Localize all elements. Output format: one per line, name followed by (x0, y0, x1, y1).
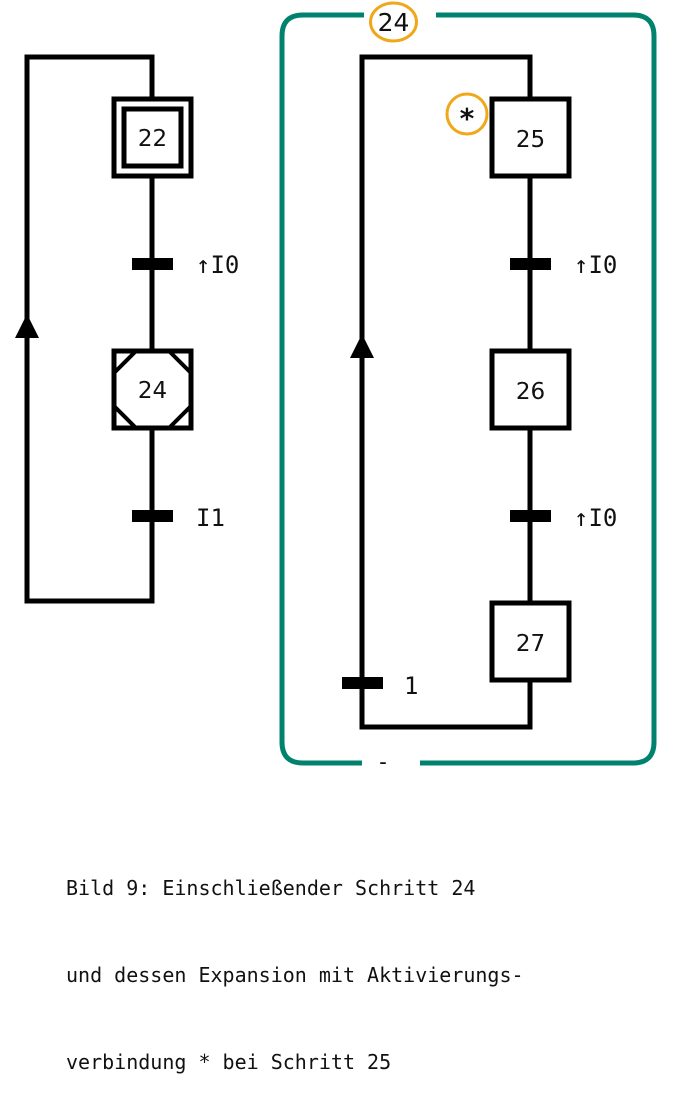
step-25-label: 25 (516, 127, 545, 153)
step-27-label: 27 (516, 631, 545, 657)
step-22-inner-box (121, 106, 184, 169)
step-27[interactable]: 27 (489, 600, 572, 683)
step-22[interactable]: 22 (111, 96, 194, 179)
transition-condition: ↑I0 (196, 251, 239, 279)
step-26-label: 26 (516, 379, 545, 405)
transition-bar (510, 258, 551, 270)
right-up-arrow-icon (350, 334, 374, 358)
enclosing-step-octagon-icon (112, 349, 193, 430)
step-27-box (489, 600, 572, 683)
transition-condition: I1 (196, 504, 225, 532)
transition-condition: ↑I0 (574, 251, 617, 279)
activation-marker: * (445, 92, 489, 136)
transition-condition: 1 (404, 672, 418, 700)
transition-condition: ↑I0 (574, 504, 617, 532)
transition-bar (342, 677, 383, 689)
enclosure-frame (279, 12, 657, 766)
activation-marker-text: * (460, 102, 475, 135)
figure-caption: Bild 9: Einschließender Schritt 24 und d… (66, 816, 524, 1106)
left-chart: 22 ↑I0 24 I1 (15, 54, 239, 604)
transition-bar (510, 510, 551, 522)
enclosure-bottom-label: - (376, 750, 389, 775)
caption-line: Bild 9: Einschließender Schritt 24 (66, 876, 476, 900)
right-loop-line (359, 54, 533, 730)
step-24-label: 24 (138, 378, 167, 404)
right-transition-2[interactable]: ↑I0 (510, 504, 617, 532)
left-transition-2[interactable]: I1 (132, 504, 225, 532)
right-transition-3[interactable]: 1 (342, 672, 418, 700)
transition-bar (132, 258, 173, 270)
caption-line: verbindung * bei Schritt 25 (66, 1050, 392, 1074)
right-transition-1[interactable]: ↑I0 (510, 251, 617, 279)
step-25-box (489, 96, 572, 179)
highlight-circle (445, 92, 489, 136)
step-26-box (489, 348, 572, 431)
step-25[interactable]: 25 (489, 96, 572, 179)
step-24-enclosing[interactable]: 24 (111, 348, 194, 431)
transition-bar (132, 510, 173, 522)
left-transition-1[interactable]: ↑I0 (132, 251, 239, 279)
right-chart-expansion: 24 - * 25 ↑I0 26 ↑I (279, 1, 657, 775)
enclosure-label: 24 (369, 1, 418, 43)
step-26[interactable]: 26 (489, 348, 572, 431)
grafcet-diagram: 22 ↑I0 24 I1 24 - (15, 1, 657, 775)
step-22-label: 22 (138, 126, 167, 152)
enclosure-label-text: 24 (378, 8, 410, 37)
caption-line: und dessen Expansion mit Aktivierungs- (66, 963, 524, 987)
highlight-circle (369, 1, 418, 43)
left-up-arrow-icon (15, 314, 39, 338)
